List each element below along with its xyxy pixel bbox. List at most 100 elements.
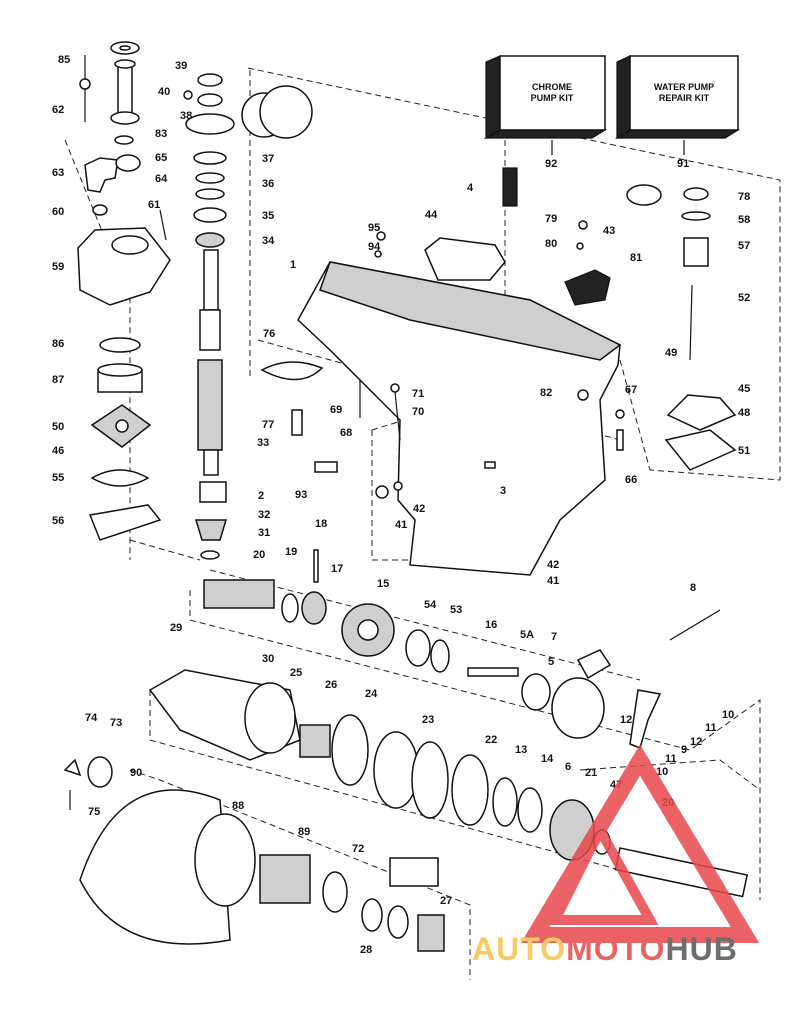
callout-label: 23 <box>422 714 434 726</box>
callout-label: 3 <box>500 485 506 497</box>
callout-label: 59 <box>52 261 64 273</box>
chrome-pump-kit-box: CHROME PUMP KIT 92 <box>483 55 608 170</box>
callout-label: 56 <box>52 515 64 527</box>
callout-label: 85 <box>58 54 70 66</box>
callout-label: 29 <box>170 622 182 634</box>
callout-label: 12 <box>620 714 632 726</box>
callout-label: 60 <box>52 206 64 218</box>
callout-label: 86 <box>52 338 64 350</box>
callout-label: 42 <box>547 559 559 571</box>
callout-label: 14 <box>541 753 554 765</box>
callout-label: 51 <box>738 445 750 457</box>
callout-label: 73 <box>110 717 122 729</box>
callout-label: 95 <box>368 222 380 234</box>
callout-label: 16 <box>485 619 497 631</box>
watermark-word-hub: HUB <box>665 931 737 967</box>
watermark-word-auto: AUTO <box>472 931 566 967</box>
callout-label: 69 <box>330 404 342 416</box>
callout-labels: 85 62 83 65 63 64 60 61 59 39 40 38 37 3… <box>52 54 750 956</box>
callout-label: 2 <box>258 490 264 502</box>
callout-label: 65 <box>155 152 167 164</box>
callout-label: 12 <box>690 736 702 748</box>
callout-label: 75 <box>88 806 100 818</box>
callout-label: 34 <box>262 235 275 247</box>
callout-label: 40 <box>158 86 170 98</box>
callout-label: 48 <box>738 407 750 419</box>
callout-label: 80 <box>545 238 557 250</box>
callout-label: 67 <box>625 384 637 396</box>
callout-label: 94 <box>368 241 381 253</box>
callout-label: 79 <box>545 213 557 225</box>
callout-label: 58 <box>738 214 750 226</box>
callout-label: 72 <box>352 843 364 855</box>
callout-label: 78 <box>738 191 750 203</box>
callout-label: 64 <box>155 173 168 185</box>
callout-label: 82 <box>540 387 552 399</box>
callout-label: 6 <box>565 761 571 773</box>
water-pump-kit-number: 91 <box>677 158 689 170</box>
callout-label: 28 <box>360 944 372 956</box>
callout-label: 35 <box>262 210 274 222</box>
callout-label: 74 <box>85 712 98 724</box>
callout-label: 70 <box>412 406 424 418</box>
callout-label: 89 <box>298 826 310 838</box>
callout-label: 33 <box>257 437 269 449</box>
callout-label: 17 <box>331 563 343 575</box>
callout-label: 27 <box>440 895 452 907</box>
callout-label: 87 <box>52 374 64 386</box>
water-pump-repair-kit-box: WATER PUMP REPAIR KIT 91 <box>614 55 741 170</box>
callout-label: 5 <box>548 656 554 668</box>
callout-label: 52 <box>738 292 750 304</box>
callout-label: 31 <box>258 527 270 539</box>
callout-label: 7 <box>551 631 557 643</box>
callout-label: 90 <box>130 767 142 779</box>
callout-label: 41 <box>547 575 559 587</box>
callout-label: 88 <box>232 800 244 812</box>
callout-label: 76 <box>263 328 275 340</box>
callout-label: 15 <box>377 578 389 590</box>
callout-label: 63 <box>52 167 64 179</box>
callout-label: 68 <box>340 427 352 439</box>
callout-label: 54 <box>424 599 437 611</box>
callout-label: 57 <box>738 240 750 252</box>
callout-label: 81 <box>630 252 642 264</box>
callout-label: 44 <box>425 209 438 221</box>
svg-text:AUTOMOTOHUB: AUTOMOTOHUB <box>472 931 738 967</box>
callout-label: 8 <box>690 582 696 594</box>
callout-label: 71 <box>412 388 424 400</box>
callout-label: 41 <box>395 519 407 531</box>
callout-label: 5A <box>520 629 534 641</box>
water-pump-kit-line1: WATER PUMP <box>654 82 714 92</box>
callout-label: 13 <box>515 744 527 756</box>
callout-label: 20 <box>253 549 265 561</box>
callout-label: 43 <box>603 225 615 237</box>
callout-label: 66 <box>625 474 637 486</box>
callout-label: 21 <box>585 767 597 779</box>
callout-label: 53 <box>450 604 462 616</box>
callout-label: 62 <box>52 104 64 116</box>
callout-label: 4 <box>467 182 474 194</box>
callout-label: 11 <box>665 753 677 765</box>
callout-label: 25 <box>290 667 302 679</box>
water-pump-parts <box>77 41 171 541</box>
callout-label: 93 <box>295 489 307 501</box>
callout-label: 45 <box>738 383 750 395</box>
callout-label: 38 <box>180 110 192 122</box>
callout-label: 10 <box>656 766 668 778</box>
callout-label: 50 <box>52 421 64 433</box>
callout-label: 83 <box>155 128 167 140</box>
callout-label: 19 <box>285 546 297 558</box>
lower-unit-parts <box>63 603 749 952</box>
callout-label: 32 <box>258 509 270 521</box>
watermark-word-moto: MOTO <box>566 931 665 967</box>
callout-label: 36 <box>262 178 274 190</box>
callout-label: 30 <box>262 653 274 665</box>
callout-label: 39 <box>175 60 187 72</box>
driveshaft-parts <box>183 73 361 625</box>
automotohub-watermark: AUTOMOTOHUB <box>472 744 760 967</box>
gearcase-housing <box>297 167 737 576</box>
callout-label: 55 <box>52 472 64 484</box>
callout-label: 42 <box>413 503 425 515</box>
water-pump-kit-line2: REPAIR KIT <box>659 93 710 103</box>
